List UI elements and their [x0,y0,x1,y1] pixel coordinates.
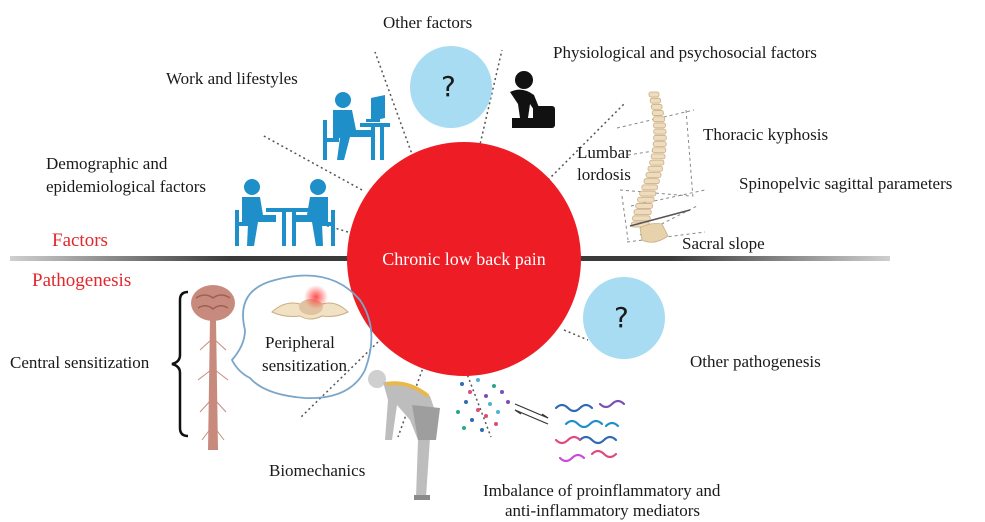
mediator-dot [460,382,464,386]
vertebra [653,122,666,129]
mediator-molecule [604,421,620,428]
unknown-pathogenesis-question-icon: ? [614,301,629,334]
bending-person-illustration [368,370,440,500]
vertebra [652,116,665,123]
other-factors-label: Other factors [383,13,473,32]
peripheral-sensitization-label-line2: sensitization [262,356,347,375]
vertebra [637,196,655,203]
mediator-molecule [558,453,586,463]
spine-illustration [616,91,706,243]
unknown-pathogenesis-bubble [583,277,665,359]
demographic-label-line2: epidemiological factors [46,177,207,196]
mediator-dot [484,394,488,398]
biomechanics-label: Biomechanics [269,461,366,480]
vertebra [635,203,653,209]
mediator-dot [476,378,480,382]
lumbar-lordosis-label-line2: lordosis [577,165,631,184]
inflammatory-mediators-illustration [456,378,626,463]
person-at-computer-icon [323,92,390,160]
vertebra [650,153,666,160]
imbalance-mediators-label-line1: Imbalance of proinflammatory and [483,481,721,500]
imbalance-mediators-label-line2: anti-inflammatory mediators [505,501,700,520]
mediator-molecule [554,403,594,413]
mediator-molecule [564,419,604,429]
unknown-factors-question-icon: ? [441,70,456,103]
vertebra [633,209,652,216]
vertebra [645,172,662,178]
mediator-dot [480,428,484,432]
mediator-molecule [554,435,582,445]
nervous-system-illustration [191,285,235,450]
mediator-dot [468,390,472,394]
mediator-dot [492,384,496,388]
pathogenesis-section-label: Pathogenesis [32,270,132,291]
mediator-molecule [578,435,618,445]
work-lifestyles-label: Work and lifestyles [166,69,298,88]
vertebra [647,165,663,172]
vertebra [653,128,667,135]
thoracic-kyphosis-label: Thoracic kyphosis [703,125,829,144]
vertebra [649,159,665,166]
sacral-slope-label: Sacral slope [682,234,765,253]
vertebra [649,97,661,104]
physiological-psychosocial-label: Physiological and psychosocial factors [553,43,817,62]
consultation-icon [235,179,335,246]
center-circle [347,142,581,376]
peripheral-sensitization-bubble [230,274,373,399]
mediator-dot [456,410,460,414]
mediator-dot [494,422,498,426]
mediator-dot [496,410,500,414]
mediator-molecule [598,399,626,409]
vertebra [632,215,651,222]
spinal-cord-cross-section [271,285,349,320]
lumbar-lordosis-label-line1: Lumbar [577,143,631,162]
central-sensitization-bracket [171,290,189,438]
vertebra [643,178,660,185]
vertebra [651,110,664,116]
mediator-dot [464,400,468,404]
mediator-dot [500,390,504,394]
distressed-person-icon [510,71,555,128]
vertebra [653,134,667,141]
vertebra [648,91,660,98]
mediator-dot [484,414,488,418]
other-pathogenesis-label: Other pathogenesis [690,352,821,371]
unknown-factors-bubble [410,46,492,128]
factors-section-label: Factors [52,230,108,251]
vertebra [652,141,667,147]
mediator-dot [488,402,492,406]
vertebra [639,190,657,197]
vertebra [651,147,667,154]
mediator-dot [476,408,480,412]
center-label: Chronic low back pain [382,249,546,269]
mediator-dot [470,418,474,422]
central-sensitization-label: Central sensitization [10,353,150,372]
peripheral-sensitization-label-line1: Peripheral [265,333,335,352]
mediator-dot [506,400,510,404]
mediator-dot [462,426,466,430]
mediator-molecule [590,449,618,459]
vertebra [641,184,658,191]
demographic-label-line1: Demographic and [46,154,168,173]
spinopelvic-parameters-label: Spinopelvic sagittal parameters [739,174,953,193]
vertebra [650,103,663,110]
